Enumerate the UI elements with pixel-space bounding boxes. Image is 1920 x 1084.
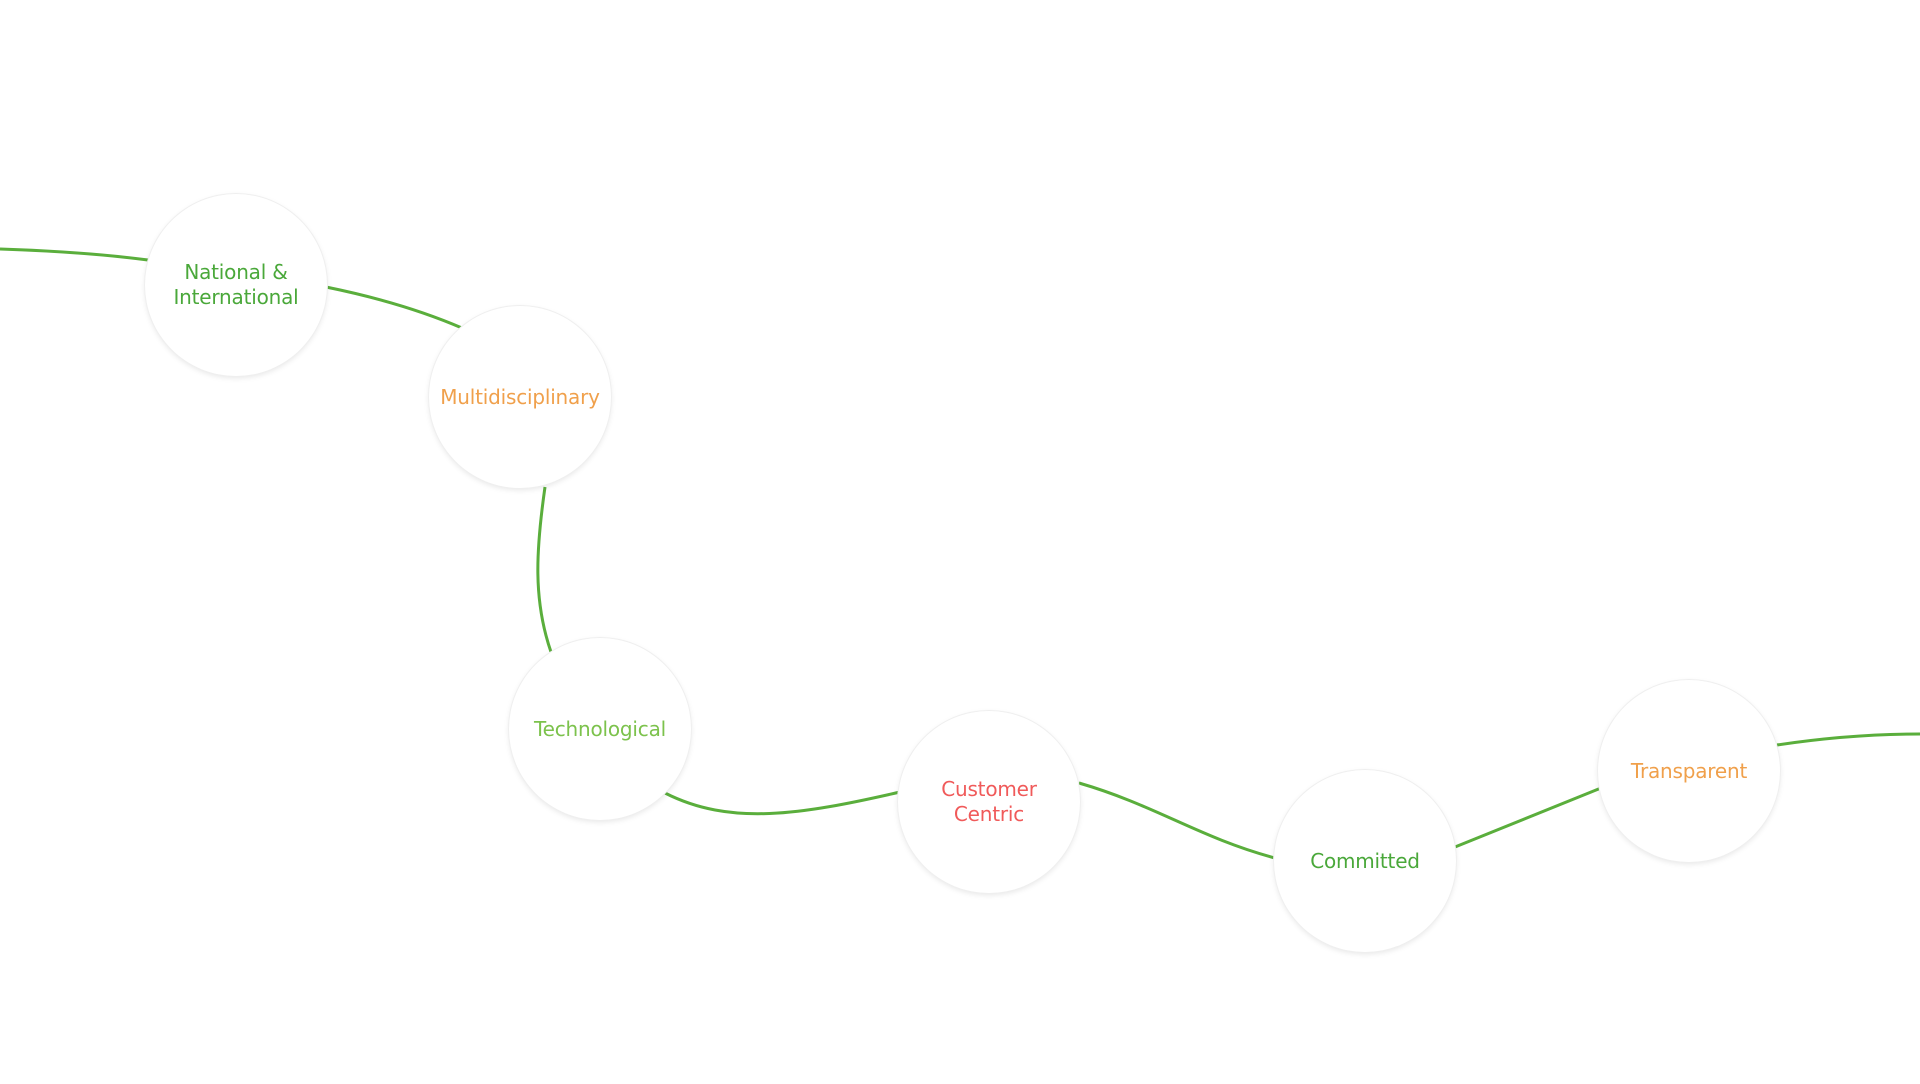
value-label: Technological: [534, 716, 666, 741]
curve-segment-1: [0, 247, 149, 262]
value-label: Customer Centric: [941, 777, 1037, 826]
value-label: Transparent: [1630, 758, 1748, 783]
curve-segment-2: [325, 285, 463, 330]
curve-segment-5: [1078, 781, 1276, 860]
value-node-committed[interactable]: Committed: [1274, 770, 1456, 952]
value-node-technological[interactable]: Technological: [509, 638, 691, 820]
curve-segment-6: [1454, 786, 1602, 849]
value-node-transparent[interactable]: Transparent: [1598, 680, 1780, 862]
curve-segment-7: [1776, 732, 1920, 747]
value-label: Multidisciplinary: [440, 384, 600, 409]
value-label: Committed: [1310, 848, 1420, 873]
curve-segment-4: [664, 790, 901, 816]
curve-segment-3: [536, 486, 553, 653]
value-node-multidisciplinary[interactable]: Multidisciplinary: [429, 306, 611, 488]
value-node-national-international[interactable]: National & International: [145, 194, 327, 376]
value-node-customer-centric[interactable]: Customer Centric: [898, 711, 1080, 893]
value-label: National & International: [173, 260, 299, 309]
